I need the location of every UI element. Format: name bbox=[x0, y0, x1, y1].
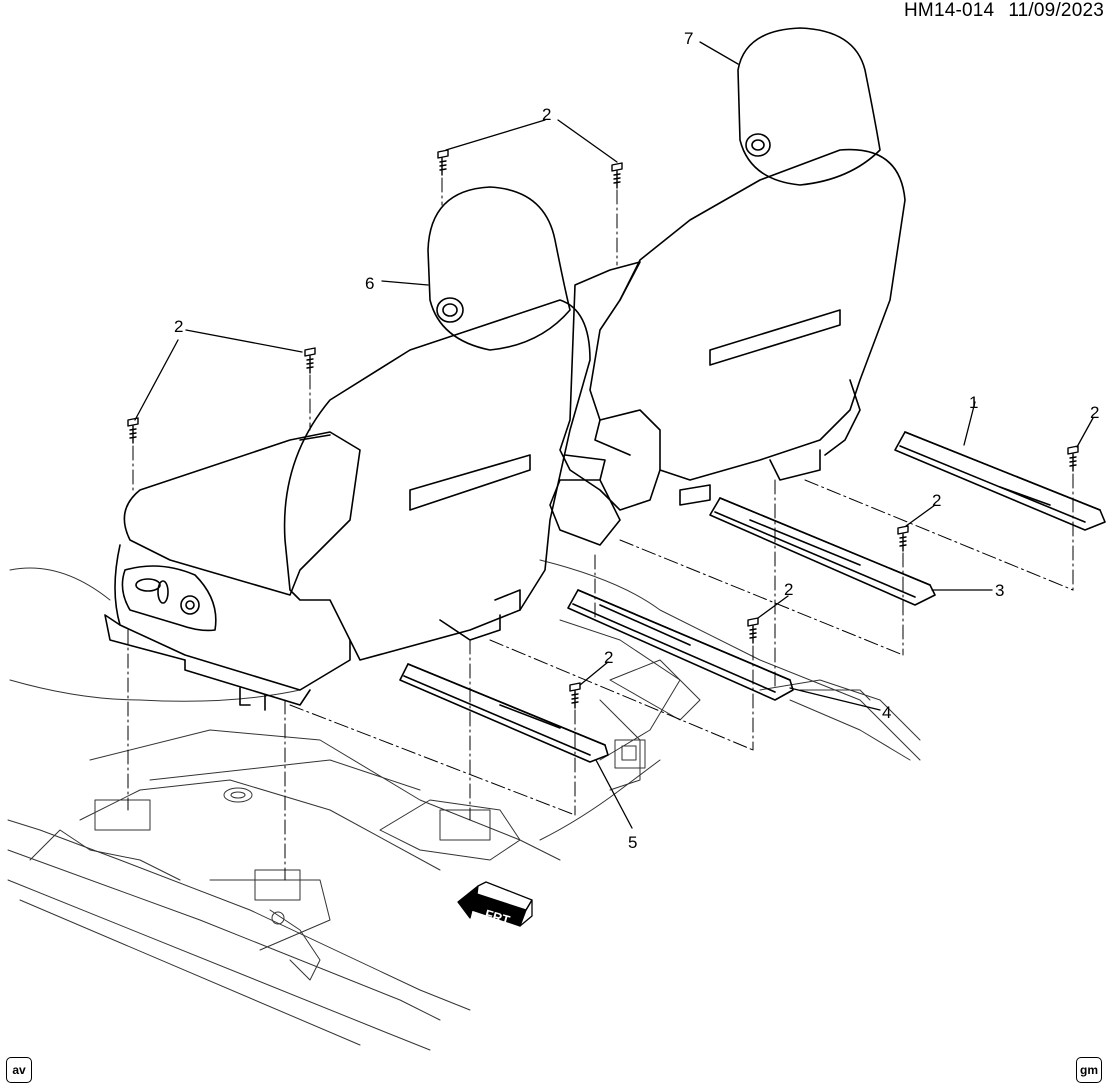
callout-2-cover-5: 2 bbox=[604, 648, 613, 667]
callout-1: 1 bbox=[969, 393, 978, 412]
screw-icon bbox=[897, 525, 909, 552]
callout-labels: 2 2 6 7 1 2 2 3 2 4 2 5 bbox=[174, 29, 1099, 852]
screw-icon bbox=[127, 417, 139, 444]
diagram-header: HM14-014 11/09/2023 bbox=[904, 0, 1104, 22]
callout-2-cover-3: 2 bbox=[932, 491, 941, 510]
trim-cover-5 bbox=[399, 663, 609, 763]
callout-4: 4 bbox=[882, 703, 891, 722]
screw-icon bbox=[1067, 445, 1079, 472]
av-badge: av bbox=[6, 1057, 32, 1083]
front-arrow-label: FRT bbox=[483, 906, 511, 927]
callout-7: 7 bbox=[684, 29, 693, 48]
callout-2-right: 2 bbox=[1090, 403, 1099, 422]
callout-5: 5 bbox=[628, 833, 637, 852]
trim-cover-3 bbox=[709, 497, 936, 606]
callout-2-cover-4: 2 bbox=[784, 580, 793, 599]
screws bbox=[127, 149, 1079, 709]
screw-icon bbox=[437, 149, 449, 176]
callout-3: 3 bbox=[995, 581, 1004, 600]
diagram-date: 11/09/2023 bbox=[1008, 0, 1104, 21]
gm-logo-badge: gm bbox=[1076, 1057, 1102, 1083]
leader-lines bbox=[134, 41, 1094, 829]
left-seat bbox=[104, 186, 591, 711]
screw-icon bbox=[304, 347, 316, 374]
trim-cover-1 bbox=[894, 431, 1106, 531]
right-seat bbox=[549, 27, 906, 546]
callout-2-top: 2 bbox=[542, 105, 551, 124]
callout-2-left: 2 bbox=[174, 317, 183, 336]
front-arrow-icon: FRT bbox=[457, 881, 533, 928]
diagram-id: HM14-014 bbox=[904, 0, 995, 21]
screw-icon bbox=[569, 682, 581, 709]
floor-pan bbox=[7, 559, 921, 1051]
callout-6: 6 bbox=[365, 274, 374, 293]
screw-icon bbox=[611, 162, 623, 189]
assembly-lines bbox=[127, 177, 1074, 881]
screw-icon bbox=[747, 617, 759, 644]
trim-cover-4 bbox=[567, 589, 794, 701]
